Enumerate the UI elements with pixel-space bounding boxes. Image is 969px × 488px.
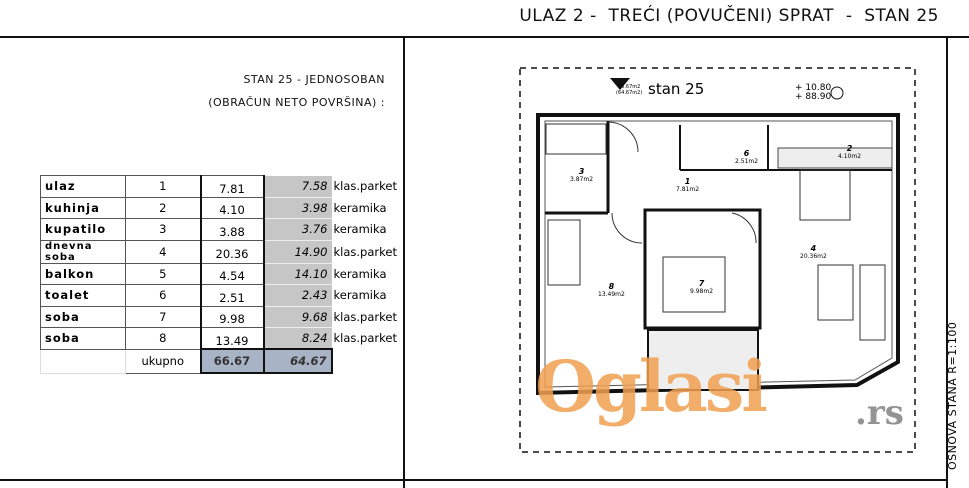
bathtub (545, 123, 607, 155)
room-number: 4 (125, 239, 201, 264)
room-name: kupatilo (40, 218, 126, 241)
room-name: toalet (40, 284, 126, 307)
gross-area: 20.36 (199, 239, 265, 264)
net-area: 2.43 (263, 284, 332, 307)
net-area: 3.98 (263, 197, 332, 219)
bed (662, 256, 726, 313)
room-area: 3.87m2 (570, 176, 594, 183)
net-area: 14.10 (263, 263, 332, 285)
room-number: 2 (846, 144, 853, 153)
flooring: keramika (333, 200, 387, 215)
sheet-title: ULAZ 2 - TREĆI (POVUČENI) SPRAT - STAN 2… (519, 6, 939, 26)
sofa (859, 264, 886, 341)
plan-area-net: (64.67m2) (616, 90, 643, 96)
summary-heading: STAN 25 - JEDNOSOBAN (OBRAČUN NETO POVRŠ… (160, 68, 385, 114)
room-number: 4 (810, 244, 817, 253)
divider (946, 37, 948, 488)
plan-label: stan 25 (648, 80, 705, 98)
room-name: kuhinja (40, 196, 126, 219)
divider (403, 37, 405, 488)
inner-wall (544, 120, 893, 388)
door-swing (731, 212, 757, 244)
door-swing (611, 212, 643, 244)
room-area: 13.49m2 (598, 291, 625, 298)
flooring: klas.parket (333, 331, 397, 346)
room-area: 9.98m2 (690, 288, 714, 295)
total-gross: 66.67 (199, 348, 265, 374)
flooring: klas.parket (333, 244, 397, 259)
kitchen-tiles (777, 147, 893, 169)
level-marker-icon (830, 86, 844, 100)
divider (0, 36, 969, 38)
room-area: 20.36m2 (800, 253, 827, 260)
entrance-arrow (610, 78, 630, 90)
dining-table (799, 169, 851, 221)
flooring: keramika (333, 222, 387, 237)
flooring: klas.parket (333, 309, 397, 324)
scale-label: OSNOVA STANA R=1:100 (946, 321, 959, 470)
divider (0, 479, 948, 481)
empty-cell (40, 348, 126, 374)
outer-wall (536, 113, 900, 396)
coffee-table (817, 264, 854, 321)
level-bottom: + 88.90 (795, 92, 832, 102)
plot-boundary (519, 67, 916, 453)
room-number: 8 (608, 282, 615, 291)
room-area: 2.51m2 (735, 158, 759, 165)
single-bed (547, 219, 581, 286)
gross-area: 9.98 (199, 305, 265, 328)
plan-area-gross: 66.67m2 (617, 84, 641, 90)
summary-line-1: STAN 25 - JEDNOSOBAN (243, 73, 385, 86)
bedroom-wall (643, 208, 762, 330)
net-area: 3.76 (263, 218, 332, 241)
room-area: 4.10m2 (838, 153, 862, 160)
door-swing (607, 121, 639, 153)
level-top: + 10.80 (795, 83, 832, 93)
total-net: 64.67 (262, 348, 333, 374)
room-area: 7.81m2 (676, 186, 700, 193)
room-number: 3 (578, 167, 585, 176)
room-number: 1 (684, 177, 691, 186)
total-label: ukupno (125, 348, 201, 374)
net-area: 9.68 (263, 306, 332, 328)
room-name: soba (40, 327, 126, 350)
room-number: 7 (698, 279, 705, 288)
balcony (647, 329, 759, 391)
gross-area: 4.10 (199, 196, 265, 219)
net-area: 14.90 (263, 240, 332, 264)
summary-line-2: (OBRAČUN NETO POVRŠINA) : (208, 96, 385, 109)
watermark-logo: Oglasi (535, 345, 768, 428)
net-area: 7.58 (263, 175, 332, 198)
flooring: klas.parket (333, 179, 397, 194)
watermark-tld: .rs (855, 393, 904, 433)
flooring: keramika (333, 288, 387, 303)
flooring: keramika (333, 266, 387, 281)
room-number: 6 (743, 149, 750, 158)
room-name: dnevna soba (40, 239, 126, 264)
